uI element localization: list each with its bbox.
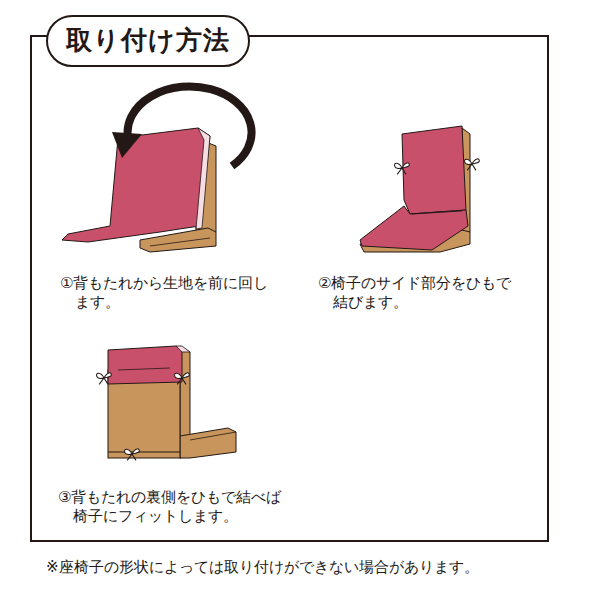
text-holder: ②椅子のサイド部分をひもで結びます。 (318, 274, 521, 312)
step2-chair (360, 126, 479, 252)
step-caption: ②椅子のサイド部分をひもで結びます。 (318, 274, 521, 312)
text-holder: 取り付け方法 (46, 15, 250, 67)
text-holder: ①背もたれから生地を前に回します。 (60, 274, 278, 312)
step1-chair (62, 86, 252, 252)
step-caption: ①背もたれから生地を前に回します。 (60, 274, 278, 312)
frame (31, 36, 548, 541)
title-pill: 取り付け方法 (46, 15, 250, 67)
note: ※座椅子の形状によっては取り付けができない場合があります。 (46, 558, 479, 577)
text-holder: ③背もたれの裏側をひもで結べば椅子にフィットします。 (58, 488, 291, 526)
step3-chair (97, 346, 236, 460)
text-holder: ※座椅子の形状によっては取り付けができない場合があります。 (46, 558, 479, 577)
step-caption: ③背もたれの裏側をひもで結べば椅子にフィットします。 (58, 488, 291, 526)
